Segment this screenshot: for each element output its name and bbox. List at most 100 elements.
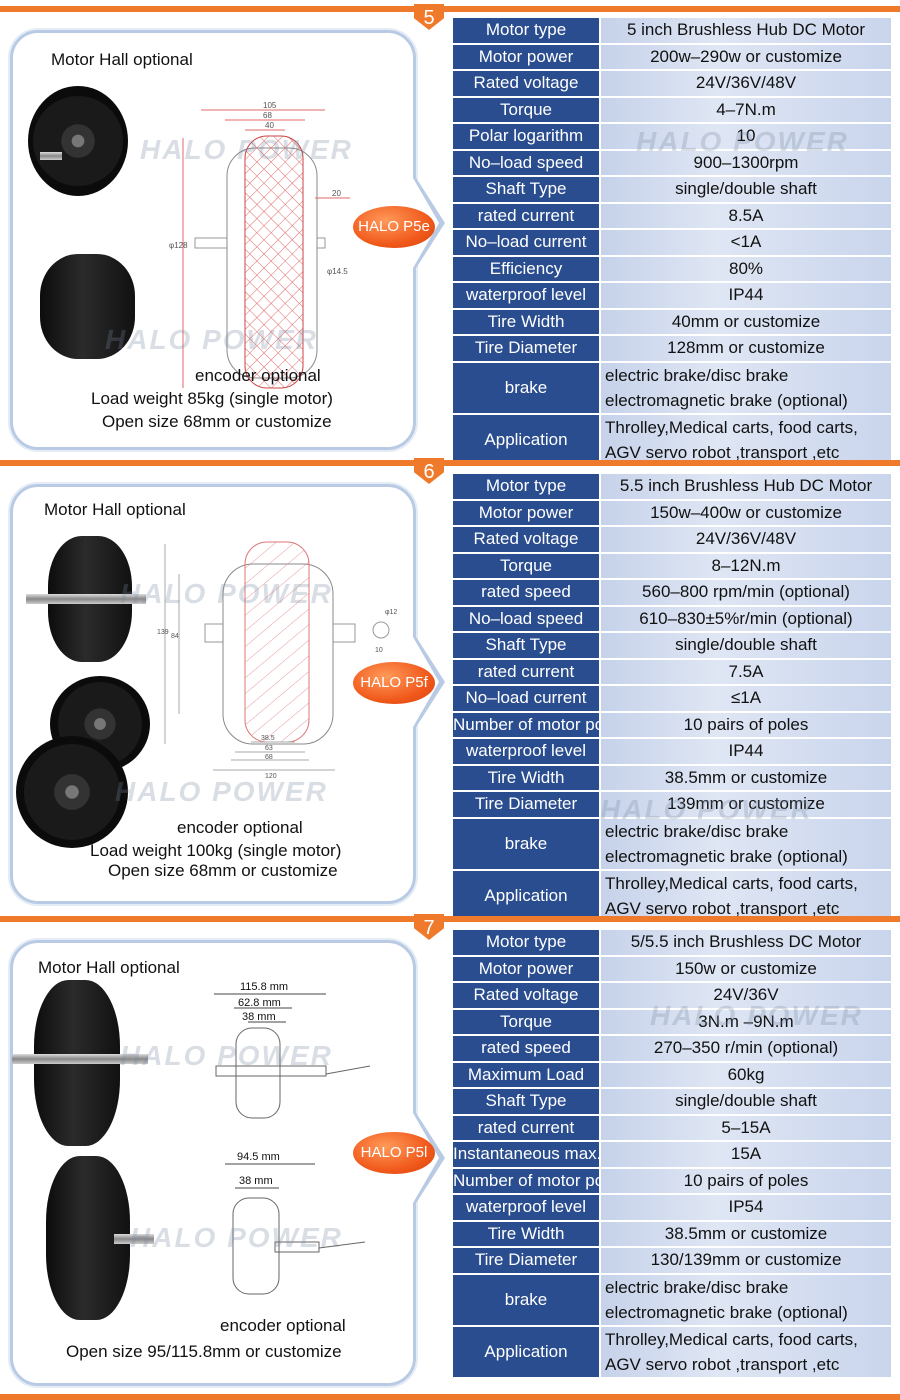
spec-value: 150w–400w or customize [600,499,891,527]
spec-value: 900–1300rpm [600,149,891,177]
spec-label: Tire Width [453,1220,601,1248]
spec-value: 8–12N.m [600,552,891,580]
spec-label: Torque [453,96,601,124]
spec-label: No–load current [453,685,601,713]
spec-value-line: electric brake/disc brake [605,365,789,385]
brand-watermark: HALO POWER [636,126,849,157]
dim-94-5: 94.5 mm [237,1151,280,1163]
spec-value-line: Throlley,Medical carts, food carts, [605,1329,858,1349]
encoder-caption: encoder optional [220,1316,346,1335]
spec-value: single/double shaft [600,1088,891,1116]
spec-label: Number of motor pole pairs [453,1167,601,1195]
section-divider [0,460,900,466]
spec-label: brake [453,361,601,415]
spec-value: 24V/36V/48V [600,70,891,98]
spec-label: waterproof level [453,1194,601,1222]
spec-value: 8.5A [600,202,891,230]
spec-value: 24V/36V [600,982,891,1010]
dimension-drawing-single-shaft: 94.5 mm 38 mm [225,1151,366,1295]
brand-watermark: HALO POWER [650,1000,863,1031]
open-size-caption: Open size 68mm or customize [102,412,332,431]
spec-label: Motor power [453,955,601,983]
section-divider [0,916,900,922]
spec-value-line: electric brake/disc brake [605,821,789,841]
spec-value: 40mm or customize [600,308,891,336]
section-number: 6 [414,458,444,484]
spec-row: Number of motor pole pairs10 pairs of po… [453,711,891,739]
spec-value-line: AGV servo robot ,transport ,etc [605,1354,840,1374]
spec-value: <1A [600,229,891,257]
spec-value: 38.5mm or customize [600,1220,891,1248]
spec-value: IP54 [600,1194,891,1222]
spec-value: 5/5.5 inch Brushless DC Motor [600,930,891,957]
dim-84: 84 [171,633,179,640]
spec-value: 10 pairs of poles [600,1167,891,1195]
section-7: 7 Motor Hall optional 115.8 mm 62.8 mm 3… [0,914,900,1392]
motor-shaft [114,1234,154,1244]
spec-value: ≤1A [600,685,891,713]
motor-hall-caption: Motor Hall optional [51,50,193,69]
spec-value: 38.5mm or customize [600,764,891,792]
dim-shaft: φ12 [385,609,397,616]
open-size-caption: Open size 95/115.8mm or customize [66,1342,342,1361]
dimension-drawing: 139 84 38.5 63 68 120 φ12 10 [157,541,397,780]
spec-row: No–load current≤1A [453,685,891,713]
section-5: 5 Motor Hall optional 105 68 40 20 φ128 … [0,4,900,467]
model-badge: HALO P5e [353,206,435,248]
spec-label: Rated voltage [453,982,601,1010]
spec-label: Motor type [453,930,601,957]
spec-value: 5 inch Brushless Hub DC Motor [600,18,891,45]
spec-label: Shaft Type [453,1088,601,1116]
bottom-divider [0,1394,900,1400]
spec-value: single/double shaft [600,176,891,204]
spec-value-line: AGV servo robot ,transport ,etc [605,898,840,918]
spec-value: 24V/36V/48V [600,526,891,554]
spec-value: Throlley,Medical carts, food carts, AGV s… [600,1325,891,1379]
spec-value-line: Throlley,Medical carts, food carts, [605,873,858,893]
dim-40: 40 [265,121,274,130]
spec-row: No–load current<1A [453,229,891,257]
spec-label: rated current [453,1114,601,1142]
spec-value: IP44 [600,738,891,766]
spec-label: brake [453,1273,601,1327]
dim-38: 38 mm [239,1175,273,1187]
spec-value: 3N.m –9N.m [600,1008,891,1036]
section-number: 5 [414,4,444,30]
spec-label: Tire Diameter [453,1247,601,1275]
spec-row: Number of motor pole pairs10 pairs of po… [453,1167,891,1195]
spec-value-line: Throlley,Medical carts, food carts, [605,417,858,437]
model-badge: HALO P5l [353,1132,435,1174]
spec-value: 5–15A [600,1114,891,1142]
spec-label: Instantaneous max. current [453,1141,601,1169]
spec-value: single/double shaft [600,632,891,660]
spec-label: waterproof level [453,738,601,766]
spec-value: 560–800 rpm/min (optional) [600,579,891,607]
spec-value: 270–350 r/min (optional) [600,1035,891,1063]
motor-shaft [26,594,146,604]
spec-value-line: electromagnetic brake (optional) [605,846,848,866]
spec-value: Throlley,Medical carts, food carts,AGV s… [600,413,891,467]
dimension-drawing-double-shaft: 115.8 mm 62.8 mm 38 mm [214,981,371,1119]
motor-hall-caption: Motor Hall optional [44,500,186,519]
spec-label: No–load speed [453,605,601,633]
spec-value-line: electromagnetic brake (optional) [605,390,848,410]
spec-value: 10 [600,123,891,151]
spec-value: 60kg [600,1061,891,1089]
